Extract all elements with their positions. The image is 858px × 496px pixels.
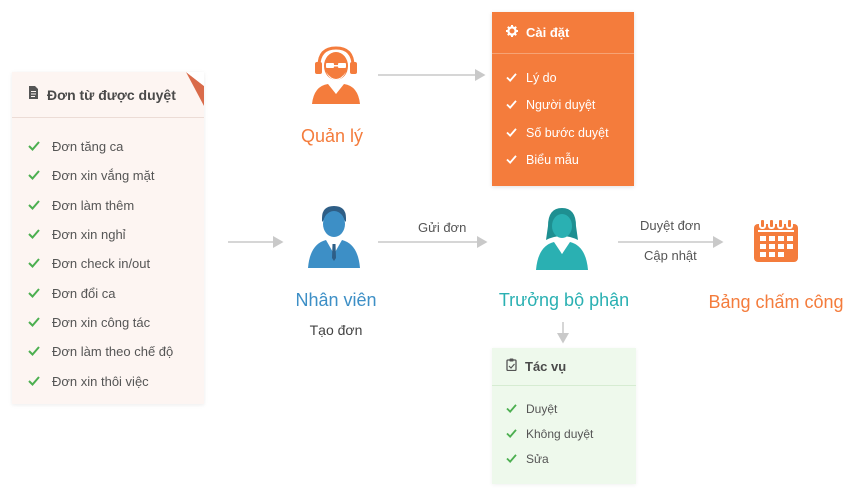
tasks-list: Duyệt Không duyệt Sửa	[492, 386, 636, 471]
tasks-card: Tác vụ Duyệt Không duyệt Sửa	[492, 348, 636, 484]
list-item-label: Biểu mẫu	[526, 153, 579, 168]
timesheet-label: Bảng chấm công	[708, 292, 844, 312]
list-item: Đơn xin thôi việc	[12, 366, 204, 395]
clipboard-icon	[506, 358, 517, 376]
department-head-avatar-icon	[536, 208, 588, 270]
check-icon	[28, 139, 42, 154]
approved-forms-title: Đơn từ được duyệt	[47, 86, 176, 103]
tasks-title: Tác vụ	[525, 359, 567, 374]
list-item-label: Không duyệt	[526, 426, 594, 441]
list-item-label: Đơn làm thêm	[52, 197, 135, 213]
check-icon	[506, 153, 518, 167]
list-item-label: Đơn xin thôi việc	[52, 373, 149, 389]
update-label: Cập nhật	[644, 248, 697, 263]
check-icon	[506, 427, 518, 441]
list-item: Không duyệt	[492, 421, 636, 446]
approve-form-label: Duyệt đơn	[640, 218, 701, 233]
settings-list: Lý do Người duyệt Số bước duyệt Biểu mẫu	[492, 54, 634, 174]
list-item-label: Lý do	[526, 70, 557, 85]
list-item-label: Đơn làm theo chế độ	[52, 344, 174, 360]
employee-sublabel: Tạo đơn	[309, 322, 363, 338]
settings-card: Cài đặt Lý do Người duyệt Số bước duyệt …	[492, 12, 634, 186]
list-item: Số bước duyệt	[492, 119, 634, 147]
list-item-label: Duyệt	[526, 401, 558, 416]
department-head-label: Trưởng bộ phận	[498, 290, 630, 310]
employee-label: Nhân viên	[295, 290, 377, 310]
check-icon	[506, 98, 518, 112]
list-item: Đơn xin công tác	[12, 308, 204, 337]
list-item: Đơn làm theo chế độ	[12, 337, 204, 366]
list-item: Duyệt	[492, 396, 636, 421]
list-item-label: Đơn tăng ca	[52, 139, 124, 155]
tasks-header: Tác vụ	[492, 348, 636, 386]
check-icon	[506, 126, 518, 140]
check-icon	[506, 452, 518, 466]
list-item: Đơn check in/out	[12, 249, 204, 278]
gear-icon	[506, 24, 518, 42]
approved-forms-header: Đơn từ được duyệt	[12, 72, 204, 118]
list-item: Sửa	[492, 446, 636, 471]
settings-header: Cài đặt	[492, 12, 634, 54]
list-item-label: Người duyệt	[526, 98, 596, 113]
list-item: Đơn xin vắng mặt	[12, 161, 204, 190]
manager-label: Quản lý	[300, 126, 364, 146]
list-item: Đơn đổi ca	[12, 278, 204, 307]
list-item-label: Đơn xin vắng mặt	[52, 168, 155, 184]
check-icon	[28, 168, 42, 183]
list-item: Lý do	[492, 64, 634, 92]
list-item-label: Đơn check in/out	[52, 256, 151, 272]
list-item-label: Sửa	[526, 451, 549, 466]
approved-forms-card: Đơn từ được duyệt Đơn tăng ca Đơn xin vắ…	[12, 72, 204, 404]
employee-avatar-icon	[308, 206, 360, 268]
list-item-label: Đơn xin nghỉ	[52, 227, 126, 243]
list-item-label: Đơn xin công tác	[52, 314, 151, 330]
list-item: Đơn tăng ca	[12, 132, 204, 161]
settings-title: Cài đặt	[526, 25, 570, 40]
check-icon	[28, 344, 42, 359]
list-item-label: Số bước duyệt	[526, 125, 609, 140]
manager-avatar-icon	[312, 46, 360, 104]
send-form-label: Gửi đơn	[418, 220, 467, 235]
list-item: Người duyệt	[492, 92, 634, 120]
list-item-label: Đơn đổi ca	[52, 285, 116, 301]
page-fold-icon	[186, 72, 204, 106]
document-icon	[28, 85, 39, 104]
check-icon	[28, 256, 42, 271]
approved-forms-list: Đơn tăng ca Đơn xin vắng mặt Đơn làm thê…	[12, 118, 204, 396]
list-item: Đơn làm thêm	[12, 191, 204, 220]
check-icon	[28, 374, 42, 389]
check-icon	[506, 402, 518, 416]
check-icon	[506, 71, 518, 85]
check-icon	[28, 198, 42, 213]
list-item: Biểu mẫu	[492, 147, 634, 175]
check-icon	[28, 227, 42, 242]
list-item: Đơn xin nghỉ	[12, 220, 204, 249]
check-icon	[28, 286, 42, 301]
calendar-icon	[754, 218, 798, 262]
check-icon	[28, 315, 42, 330]
